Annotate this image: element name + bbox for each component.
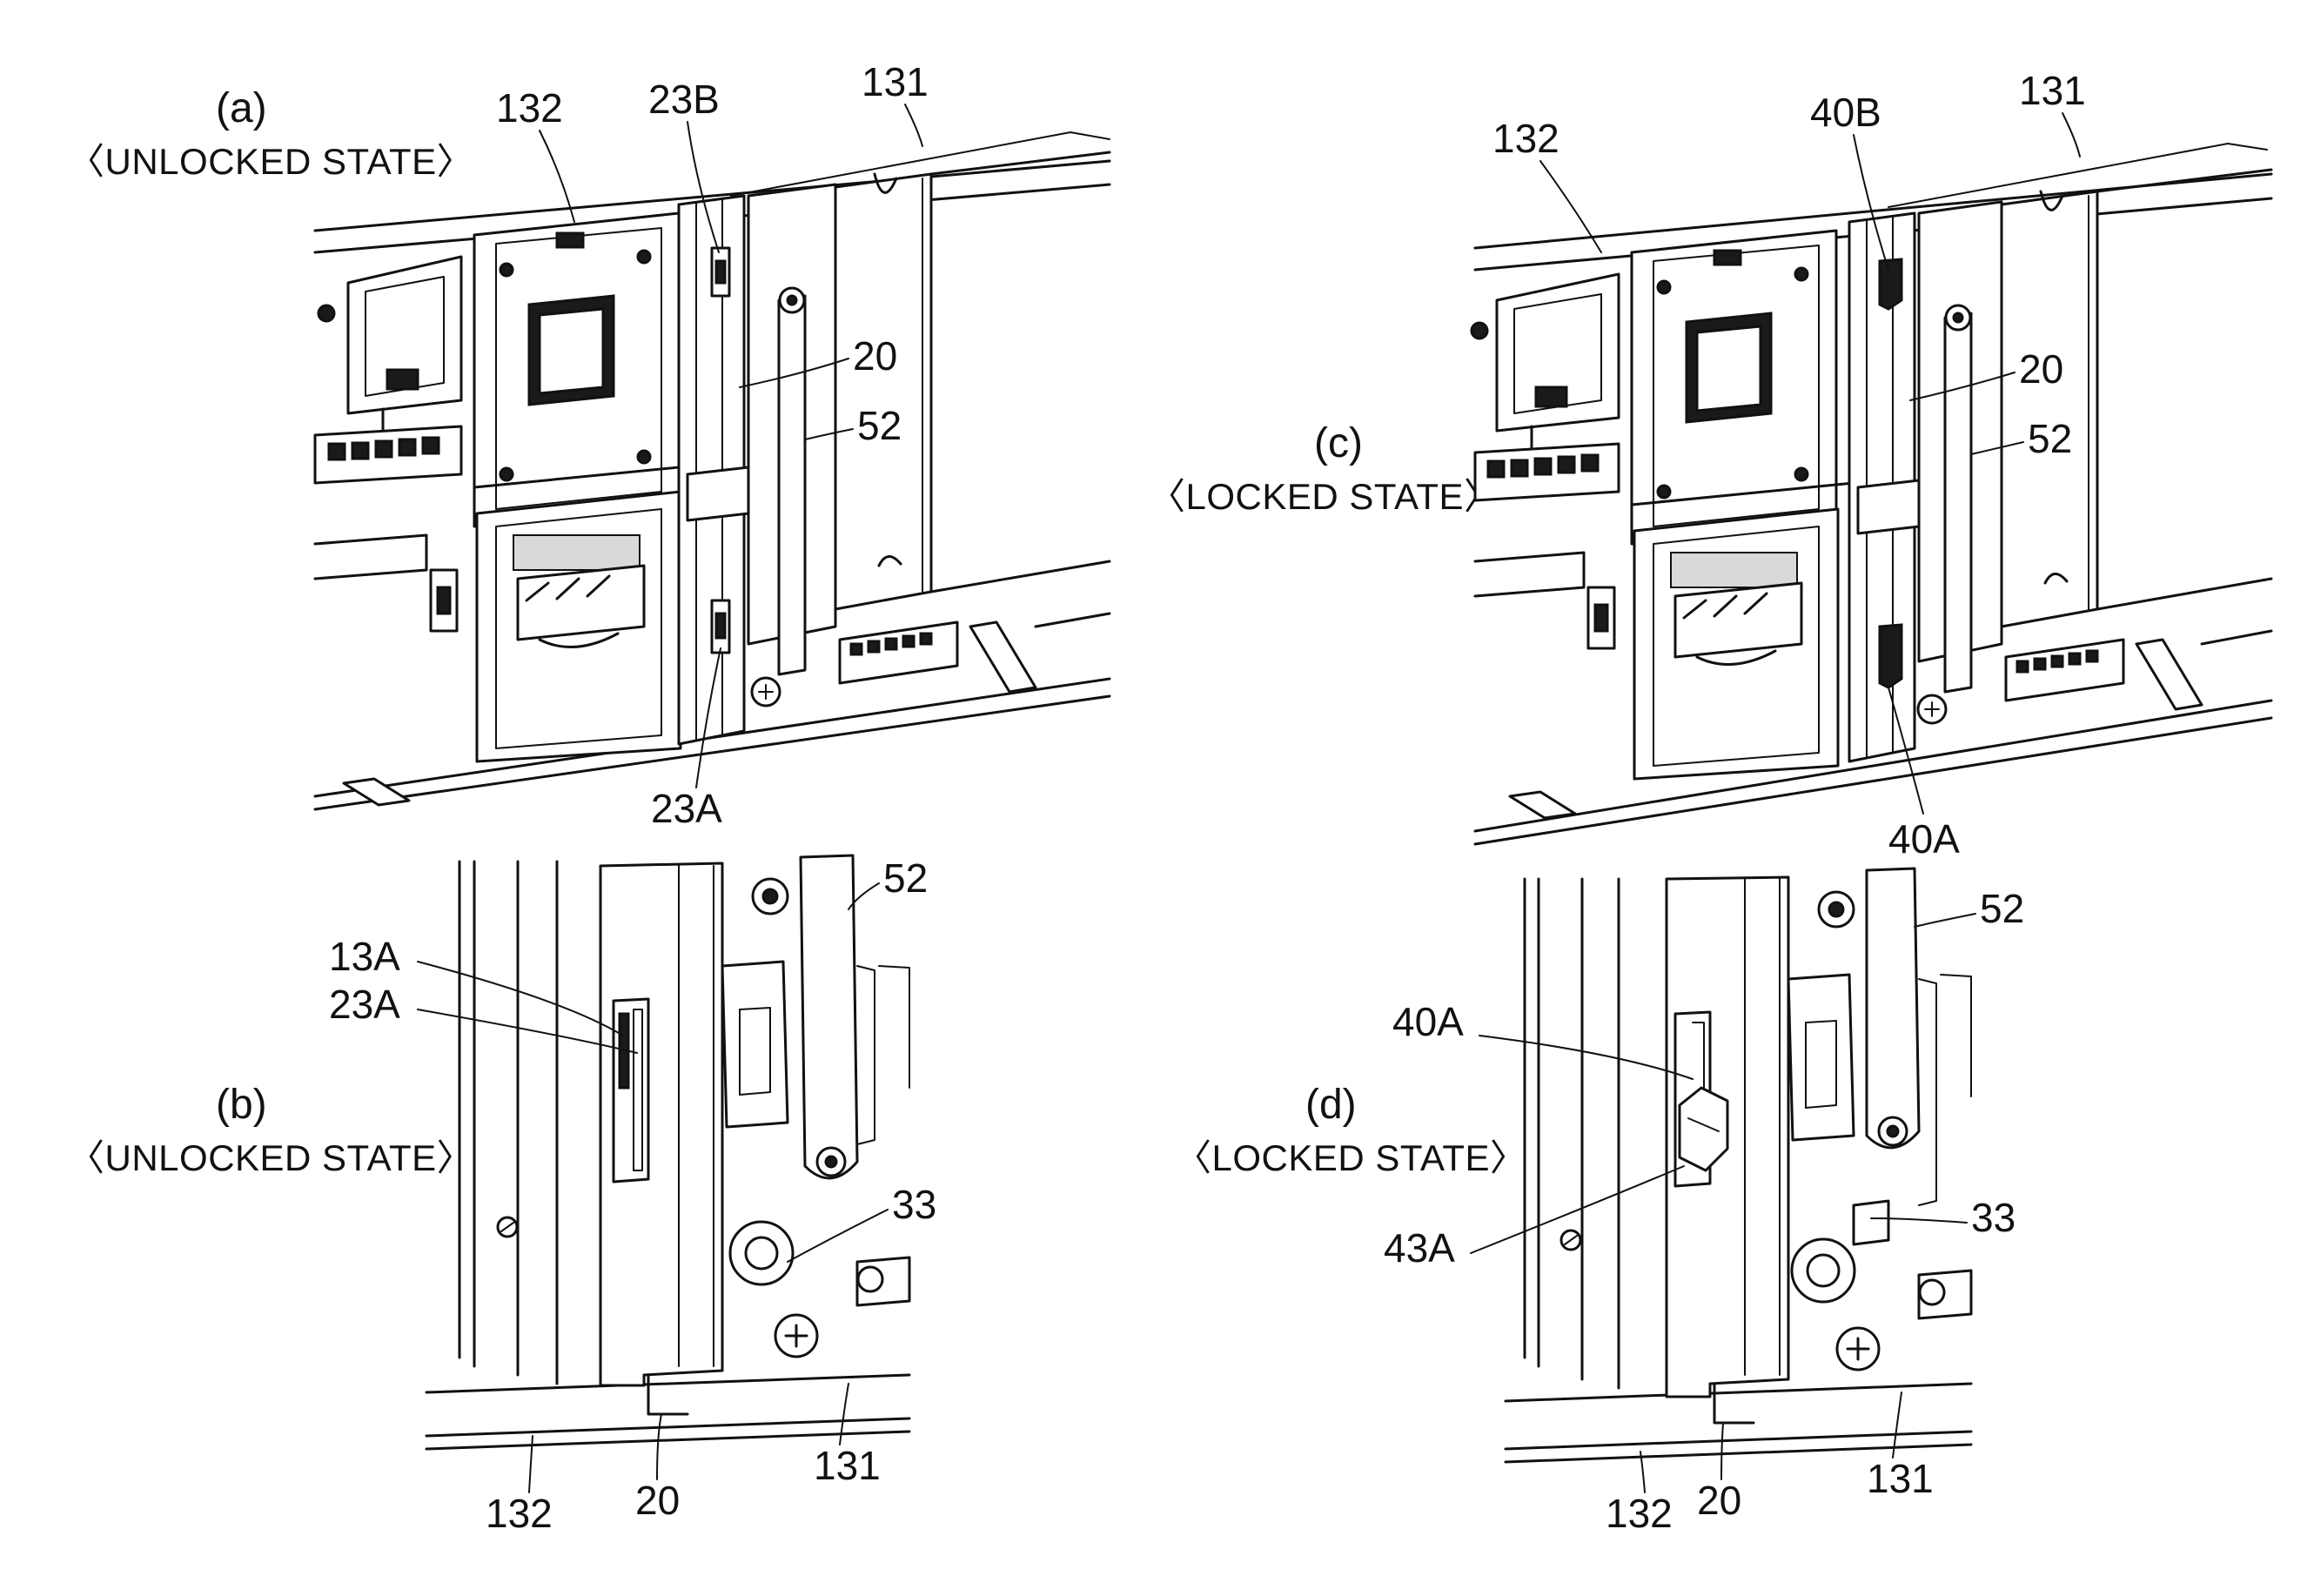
- label-20: 20: [1697, 1478, 1741, 1523]
- panel-c-state: 〈LOCKED STATE〉: [1149, 476, 1501, 517]
- panel-a-state: 〈UNLOCKED STATE〉: [68, 141, 473, 182]
- handle-bar: [513, 535, 640, 570]
- hook-40b: [1880, 259, 1902, 309]
- label-23b: 23B: [648, 77, 720, 122]
- label-20: 20: [635, 1478, 680, 1523]
- label-131: 131: [1867, 1456, 1934, 1501]
- label-40a: 40A: [1888, 816, 1960, 862]
- label-20: 20: [2019, 346, 2063, 392]
- panel-b: (b) 〈UNLOCKED STATE〉: [68, 855, 936, 1536]
- label-23a: 23A: [651, 786, 722, 831]
- label-132: 132: [496, 85, 563, 131]
- right-foot: [970, 622, 1036, 692]
- housing-131: [835, 174, 931, 609]
- label-43a: 43A: [1384, 1225, 1455, 1271]
- label-33: 33: [892, 1182, 936, 1227]
- handle-grip: [518, 566, 644, 640]
- label-52: 52: [857, 403, 902, 448]
- label-131: 131: [814, 1443, 881, 1488]
- panel-a-caption: (a): [216, 85, 267, 131]
- label-33: 33: [1971, 1195, 2016, 1240]
- panel-b-drawing: [426, 855, 909, 1449]
- panel-d-state: 〈LOCKED STATE〉: [1175, 1137, 1527, 1178]
- panel-c-caption: (c): [1314, 420, 1363, 466]
- panel-d-caption: (d): [1305, 1082, 1357, 1128]
- label-13a: 13A: [329, 934, 400, 979]
- label-132: 132: [486, 1491, 553, 1536]
- panel-b-caption: (b): [216, 1082, 267, 1128]
- lever-52: [1945, 313, 1971, 692]
- label-40b: 40B: [1810, 90, 1881, 135]
- panel-c: (c) 〈LOCKED STATE〉: [1149, 68, 2271, 862]
- label-132: 132: [1492, 116, 1559, 161]
- label-52: 52: [883, 855, 928, 901]
- label-131: 131: [2019, 68, 2086, 113]
- label-131: 131: [862, 59, 929, 104]
- lever-52: [779, 296, 805, 674]
- panel-d: (d) 〈LOCKED STATE〉: [1175, 868, 2024, 1536]
- panel-a: (a) 〈UNLOCKED STATE〉: [68, 59, 1110, 831]
- label-23a: 23A: [329, 982, 400, 1027]
- label-20: 20: [853, 333, 897, 379]
- lever-52: [1867, 868, 1919, 1148]
- lever-52: [801, 855, 857, 1178]
- label-52: 52: [1980, 886, 2024, 931]
- label-52: 52: [2028, 416, 2072, 461]
- connector: [387, 370, 418, 389]
- panel-c-drawing: [1472, 144, 2271, 844]
- label-40a: 40A: [1392, 999, 1464, 1044]
- panel-b-state: 〈UNLOCKED STATE〉: [68, 1137, 473, 1178]
- label-132: 132: [1606, 1491, 1673, 1536]
- hook-40a: [1880, 625, 1902, 687]
- panel-d-drawing: [1506, 868, 1971, 1462]
